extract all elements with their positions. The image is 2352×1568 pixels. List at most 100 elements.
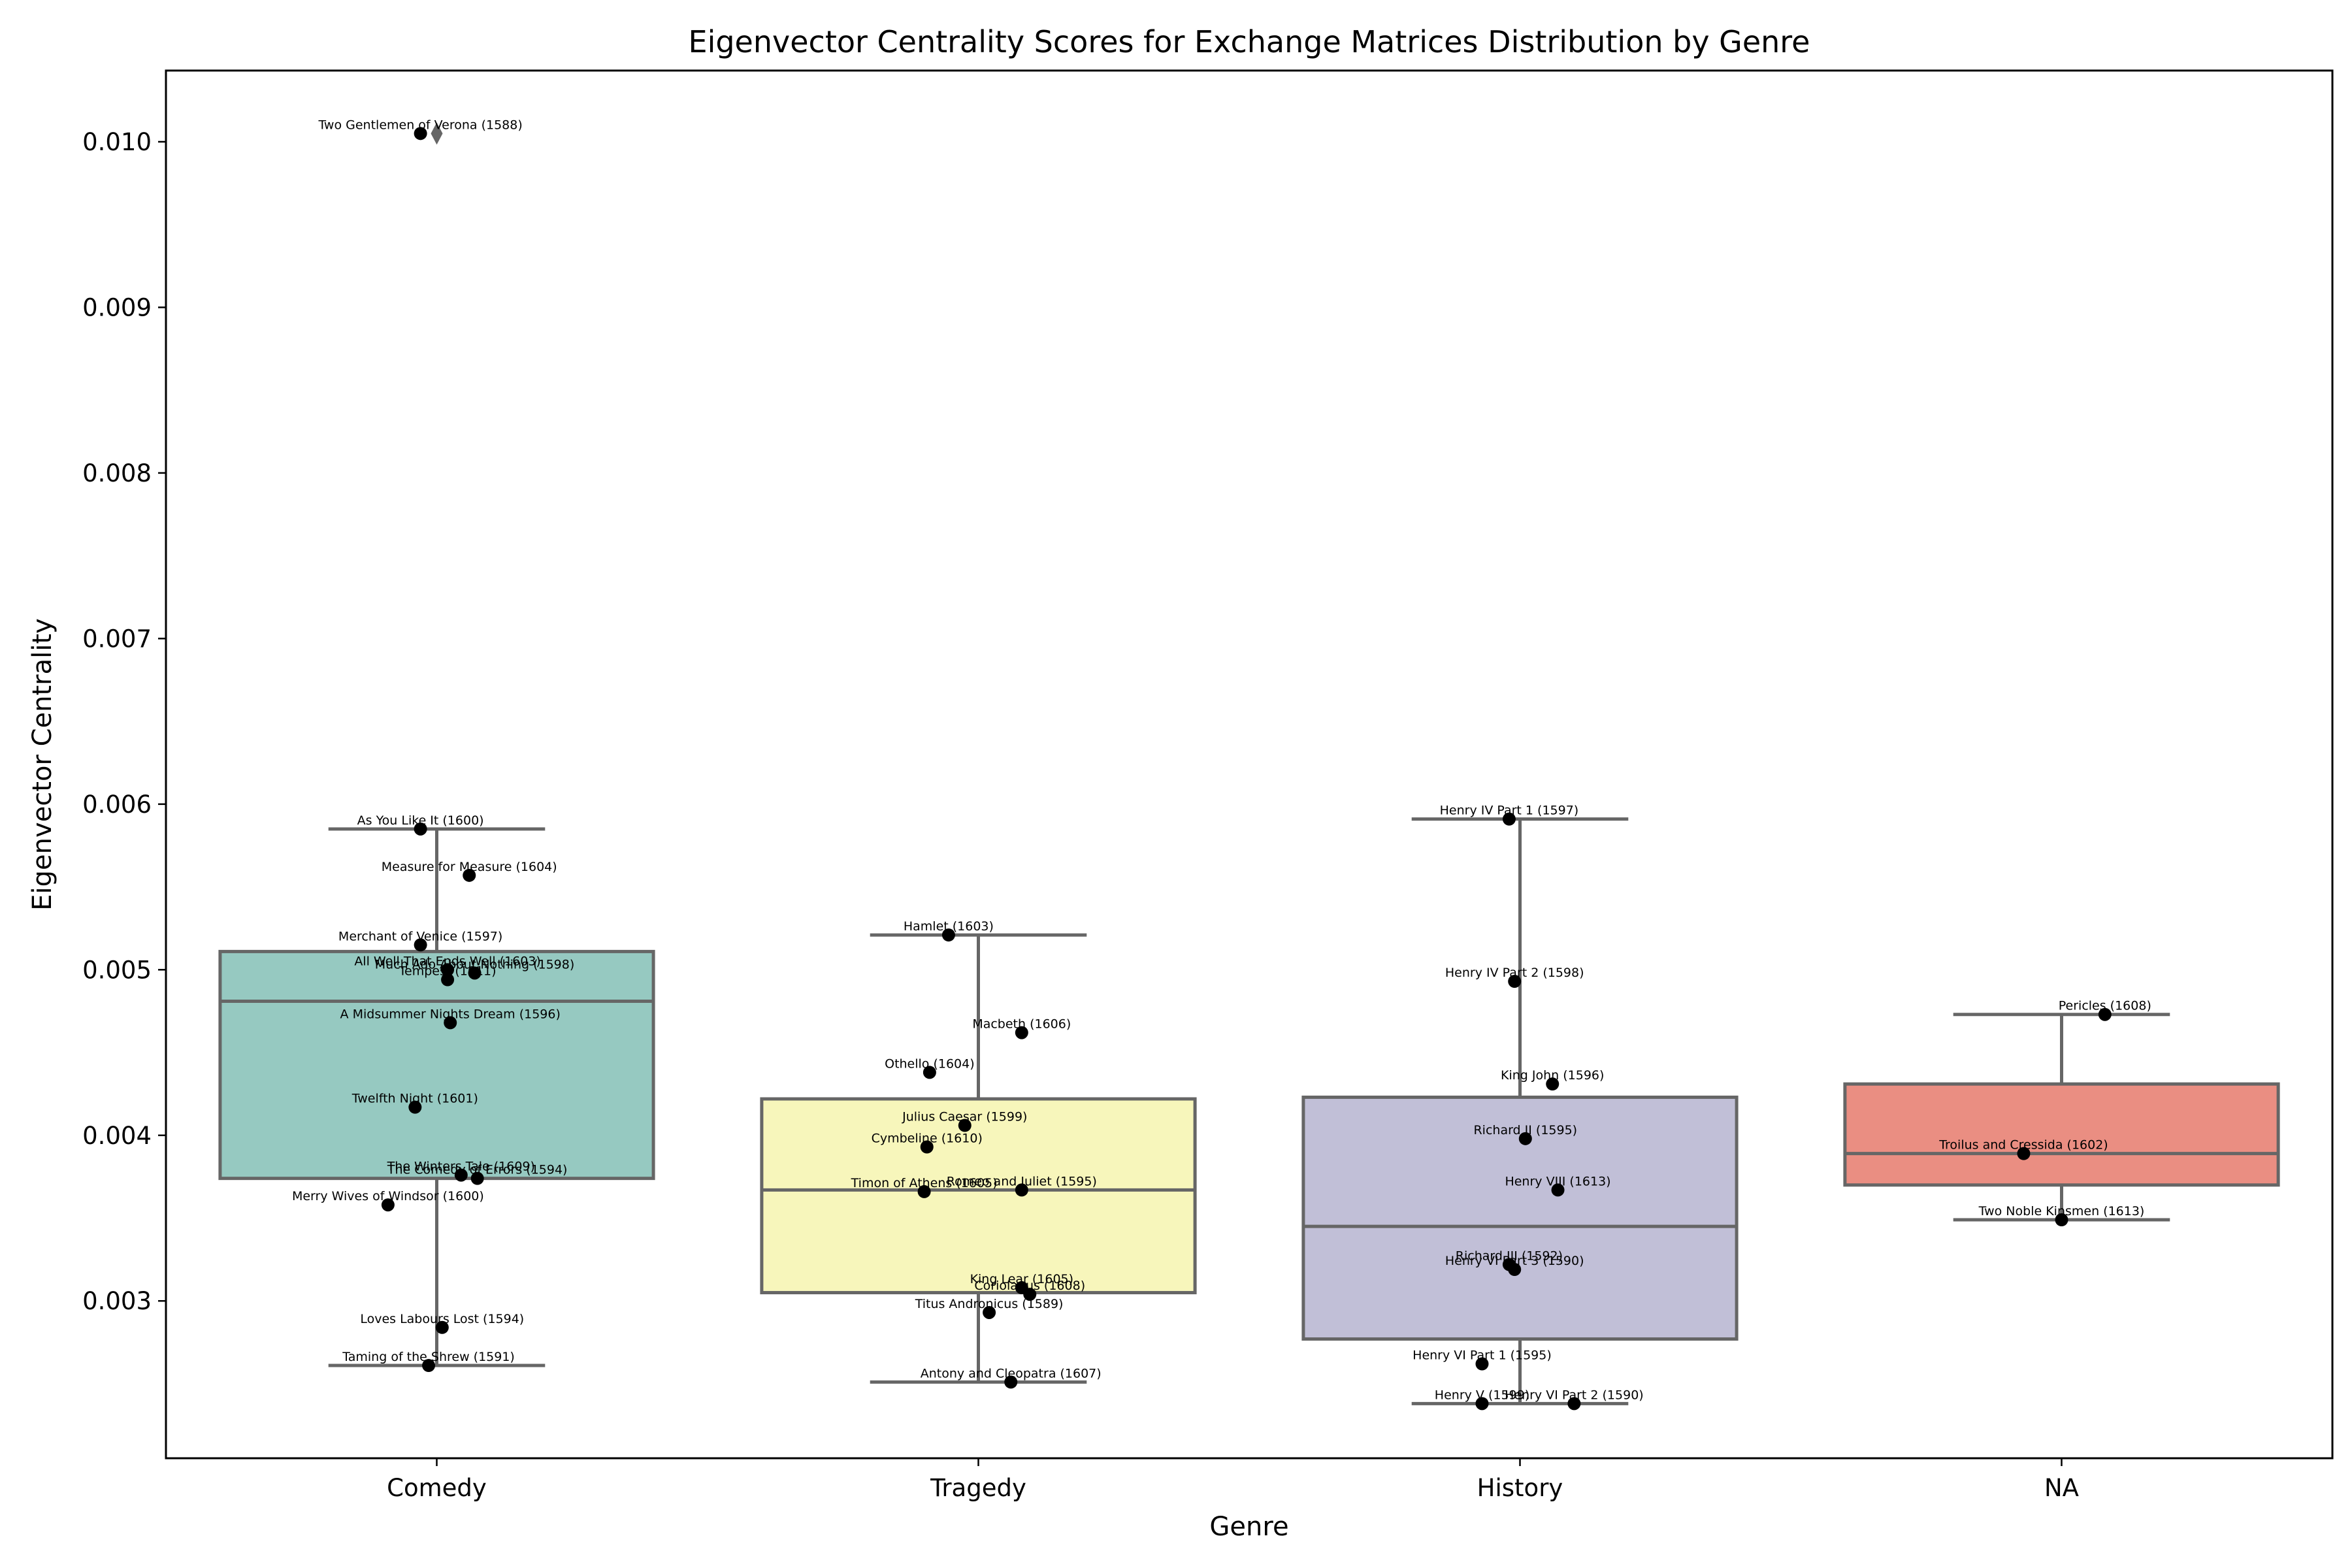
y-tick-label: 0.009 bbox=[82, 293, 152, 321]
data-point bbox=[381, 1198, 395, 1212]
data-point-label: Cymbeline (1610) bbox=[872, 1131, 983, 1145]
data-point bbox=[1551, 1183, 1565, 1197]
data-point bbox=[414, 127, 427, 140]
chart-title: Eigenvector Centrality Scores for Exchan… bbox=[689, 24, 1810, 59]
data-point bbox=[435, 1320, 449, 1334]
y-tick-label: 0.006 bbox=[82, 791, 152, 819]
data-point-label: As You Like It (1600) bbox=[357, 813, 484, 828]
data-point-label: Merchant of Venice (1597) bbox=[338, 929, 502, 943]
data-point bbox=[1546, 1077, 1560, 1091]
data-point-label: A Midsummer Nights Dream (1596) bbox=[340, 1007, 561, 1021]
data-point-label: Twelfth Night (1601) bbox=[351, 1092, 478, 1106]
data-point bbox=[920, 1140, 934, 1154]
data-point bbox=[2098, 1007, 2112, 1021]
y-axis-title: Eigenvector Centrality bbox=[27, 618, 57, 910]
data-point-label: Henry VI Part 1 (1595) bbox=[1413, 1348, 1552, 1363]
data-point bbox=[1015, 1183, 1028, 1197]
data-point bbox=[454, 1168, 468, 1182]
axes-frame bbox=[165, 69, 2334, 1460]
data-point-label: Henry IV Part 2 (1598) bbox=[1445, 966, 1584, 980]
y-tick-label: 0.007 bbox=[82, 625, 152, 653]
data-point bbox=[470, 1171, 484, 1185]
data-point-label: Loves Labours Lost (1594) bbox=[360, 1312, 524, 1326]
data-point-label: Richard II (1595) bbox=[1473, 1123, 1577, 1137]
y-tick-label: 0.005 bbox=[82, 956, 152, 984]
data-point-label: King Lear (1605) bbox=[970, 1272, 1074, 1286]
x-axis: Comedy Tragedy History NA bbox=[387, 1458, 2079, 1502]
box-body bbox=[760, 1097, 1197, 1295]
data-point bbox=[923, 1066, 936, 1079]
data-point-label: Julius Caesar (1599) bbox=[902, 1110, 1027, 1124]
data-point bbox=[1004, 1375, 1018, 1389]
x-axis-title: Genre bbox=[1209, 1512, 1288, 1542]
x-tick-label-comedy: Comedy bbox=[387, 1474, 487, 1502]
data-point-label: All Well That Ends Well (1603) bbox=[354, 954, 541, 968]
data-point bbox=[1502, 812, 1516, 826]
y-tick-label: 0.003 bbox=[82, 1287, 152, 1315]
data-point bbox=[414, 938, 427, 952]
y-axis: 0.003 0.004 0.005 0.006 0.007 0.008 0.009 0.010 bbox=[82, 128, 166, 1315]
box-body bbox=[1843, 1082, 2280, 1187]
data-point bbox=[958, 1119, 972, 1132]
data-point-label: Henry VI Part 3 (1590) bbox=[1445, 1254, 1584, 1268]
data-point bbox=[1475, 1357, 1489, 1371]
data-point-label: Tempest (1611) bbox=[399, 964, 497, 978]
data-point-label: Troilus and Cressida (1602) bbox=[1938, 1138, 2108, 1152]
data-point bbox=[983, 1305, 996, 1319]
data-point bbox=[441, 973, 455, 987]
data-point-label: Richard III (1592) bbox=[1456, 1249, 1563, 1263]
data-point bbox=[1508, 975, 1522, 988]
data-point bbox=[1023, 1288, 1037, 1301]
x-tick-label-tragedy: Tragedy bbox=[930, 1474, 1026, 1502]
data-point-label: Merry Wives of Windsor (1600) bbox=[292, 1189, 484, 1203]
plot-area: Two Gentlemen of Verona (1588) As You Lik… bbox=[218, 118, 2280, 1411]
data-point bbox=[422, 1359, 436, 1373]
data-point bbox=[917, 1184, 931, 1198]
data-point-label: Measure for Measure (1604) bbox=[382, 860, 557, 874]
data-point-label: Much Ado About Nothing (1598) bbox=[375, 957, 575, 972]
data-point bbox=[408, 1100, 422, 1114]
box-comedy bbox=[218, 122, 655, 1367]
data-point bbox=[941, 928, 955, 942]
data-point-label: Two Gentlemen of Verona (1588) bbox=[318, 118, 522, 132]
data-point-label: Macbeth (1606) bbox=[972, 1017, 1071, 1032]
data-point bbox=[468, 966, 482, 980]
y-tick-label: 0.010 bbox=[82, 128, 152, 156]
data-point bbox=[444, 1016, 457, 1030]
box-tragedy bbox=[760, 933, 1197, 1384]
data-point-label: Pericles (1608) bbox=[2059, 999, 2151, 1013]
data-point bbox=[2017, 1147, 2031, 1160]
box-na bbox=[1843, 1013, 2280, 1222]
data-point-label: The Comedy of Errors (1594) bbox=[387, 1163, 568, 1177]
data-point bbox=[1508, 1263, 1522, 1277]
data-point bbox=[1567, 1397, 1581, 1411]
data-point-label: Taming of the Shrew (1591) bbox=[342, 1350, 515, 1364]
data-point-label: Henry VIII (1613) bbox=[1505, 1174, 1610, 1188]
data-point bbox=[414, 822, 427, 836]
data-point-label: Two Noble Kinsmen (1613) bbox=[1978, 1204, 2145, 1218]
data-point bbox=[2055, 1213, 2068, 1227]
data-point bbox=[1015, 1026, 1028, 1039]
data-point-label: Henry V (1599) bbox=[1435, 1388, 1529, 1402]
x-tick-label-history: History bbox=[1477, 1474, 1563, 1502]
data-point bbox=[1518, 1132, 1532, 1145]
box-body bbox=[218, 949, 655, 1181]
y-tick-label: 0.008 bbox=[82, 459, 152, 487]
data-point-label: Romeo and Juliet (1595) bbox=[947, 1174, 1097, 1188]
data-point-label: Henry IV Part 1 (1597) bbox=[1440, 804, 1579, 818]
data-point-label: Othello (1604) bbox=[885, 1056, 975, 1071]
data-point bbox=[463, 868, 476, 882]
data-point-label: King John (1596) bbox=[1501, 1068, 1604, 1083]
data-point bbox=[1475, 1397, 1489, 1411]
x-tick-label-na: NA bbox=[2044, 1474, 2079, 1502]
data-point-label: Henry VI Part 2 (1590) bbox=[1505, 1388, 1644, 1402]
data-point-label: Titus Andronicus (1589) bbox=[915, 1297, 1064, 1311]
data-point-label: Antony and Cleopatra (1607) bbox=[921, 1366, 1102, 1380]
strip-points: Two Gentlemen of Verona (1588) As You Lik… bbox=[292, 118, 2151, 1411]
y-tick-label: 0.004 bbox=[82, 1122, 152, 1150]
data-point-label: Coriolanus (1608) bbox=[974, 1279, 1085, 1293]
data-point-label: Hamlet (1603) bbox=[904, 919, 994, 934]
data-point-label: The Winters Tale (1609) bbox=[387, 1160, 535, 1174]
